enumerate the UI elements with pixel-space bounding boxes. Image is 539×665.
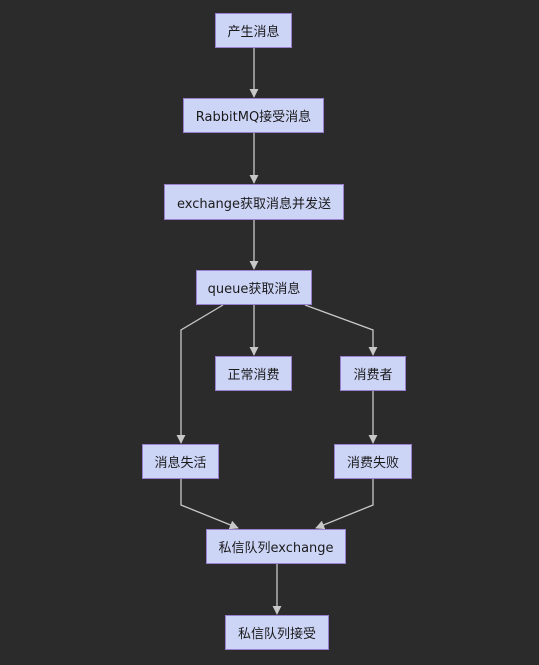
node-produce-message: 产生消息 bbox=[215, 13, 292, 48]
node-normal-consume: 正常消费 bbox=[215, 356, 292, 391]
node-message-expired: 消息失活 bbox=[142, 444, 219, 479]
edge-n8-n9 bbox=[315, 479, 374, 530]
edge-n7-n9 bbox=[180, 479, 239, 530]
edge-n4-n7 bbox=[176, 304, 224, 444]
node-dead-letter-receive: 私信队列接受 bbox=[225, 615, 329, 650]
node-consumer: 消费者 bbox=[340, 356, 406, 391]
edge-n4-n6 bbox=[304, 304, 378, 356]
node-dead-letter-exchange: 私信队列exchange bbox=[206, 529, 346, 564]
node-exchange-dispatch: exchange获取消息并发送 bbox=[164, 184, 344, 220]
node-queue-receive: queue获取消息 bbox=[196, 270, 312, 305]
node-rabbitmq-receive: RabbitMQ接受消息 bbox=[183, 98, 324, 133]
node-consume-failed: 消费失败 bbox=[334, 444, 412, 479]
